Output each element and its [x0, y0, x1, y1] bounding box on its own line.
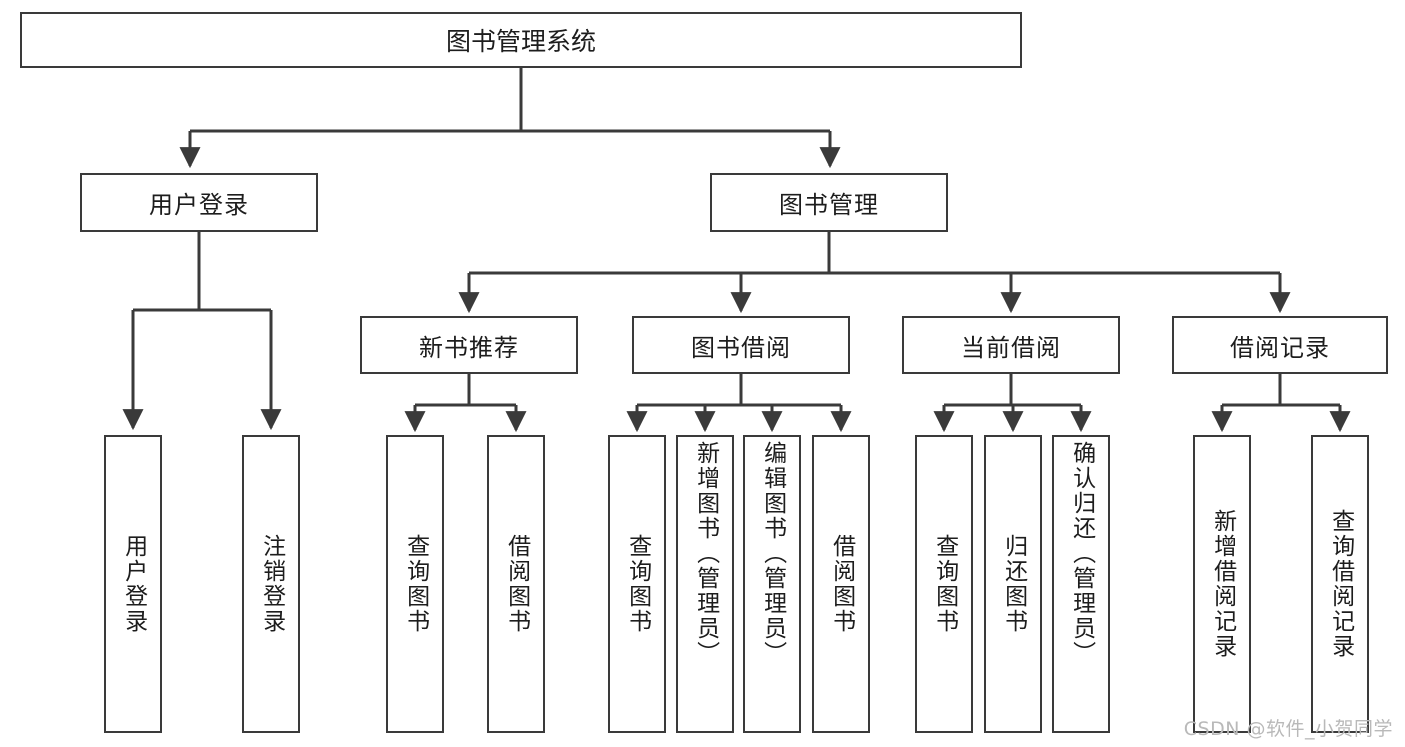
- leaf-current-borrow-confirm-return[interactable]: 确认归还（管理员）: [1052, 435, 1110, 733]
- node-borrow-record-label: 借阅记录: [1230, 333, 1330, 362]
- leaf-label: 编辑图书（管理员）: [759, 441, 786, 666]
- leaf-label: 查询图书: [624, 534, 651, 634]
- leaf-new-book-query[interactable]: 查询图书: [386, 435, 444, 733]
- leaf-label: 查询图书: [931, 534, 958, 634]
- node-user-login-label: 用户登录: [149, 191, 249, 219]
- leaf-book-borrow-query[interactable]: 查询图书: [608, 435, 666, 733]
- node-book-management[interactable]: 图书管理: [710, 173, 948, 232]
- leaf-borrow-record-query[interactable]: 查询借阅记录: [1311, 435, 1369, 733]
- leaf-label: 确认归还（管理员）: [1068, 441, 1095, 666]
- leaf-label: 新增图书（管理员）: [692, 441, 719, 666]
- leaf-label: 借阅图书: [503, 534, 530, 634]
- leaf-label: 注销登录: [258, 534, 285, 634]
- leaf-label: 查询图书: [402, 534, 429, 634]
- node-user-login[interactable]: 用户登录: [80, 173, 318, 232]
- leaf-label: 查询借阅记录: [1327, 509, 1354, 659]
- csdn-watermark: CSDN @软件_小贺同学: [1183, 718, 1393, 740]
- node-book-borrow-label: 图书借阅: [691, 333, 791, 362]
- leaf-borrow-record-add[interactable]: 新增借阅记录: [1193, 435, 1251, 733]
- node-borrow-record[interactable]: 借阅记录: [1172, 316, 1388, 374]
- leaf-user-login-logout[interactable]: 注销登录: [242, 435, 300, 733]
- leaf-user-login-login[interactable]: 用户登录: [104, 435, 162, 733]
- leaf-label: 借阅图书: [828, 534, 855, 634]
- leaf-new-book-borrow[interactable]: 借阅图书: [487, 435, 545, 733]
- leaf-current-borrow-return[interactable]: 归还图书: [984, 435, 1042, 733]
- node-root-system[interactable]: 图书管理系统: [20, 12, 1022, 68]
- node-current-borrow-label: 当前借阅: [961, 333, 1061, 362]
- node-new-book-recommend[interactable]: 新书推荐: [360, 316, 578, 374]
- leaf-book-borrow-add[interactable]: 新增图书（管理员）: [676, 435, 734, 733]
- leaf-book-borrow-edit[interactable]: 编辑图书（管理员）: [743, 435, 801, 733]
- node-new-book-recommend-label: 新书推荐: [419, 333, 519, 362]
- leaf-book-borrow-borrow[interactable]: 借阅图书: [812, 435, 870, 733]
- leaf-label: 归还图书: [1000, 534, 1027, 634]
- leaf-current-borrow-query[interactable]: 查询图书: [915, 435, 973, 733]
- node-root-label: 图书管理系统: [445, 27, 596, 56]
- node-book-management-label: 图书管理: [779, 191, 879, 219]
- node-current-borrow[interactable]: 当前借阅: [902, 316, 1120, 374]
- leaf-label: 用户登录: [120, 534, 147, 634]
- leaf-label: 新增借阅记录: [1209, 509, 1236, 659]
- node-book-borrow[interactable]: 图书借阅: [632, 316, 850, 374]
